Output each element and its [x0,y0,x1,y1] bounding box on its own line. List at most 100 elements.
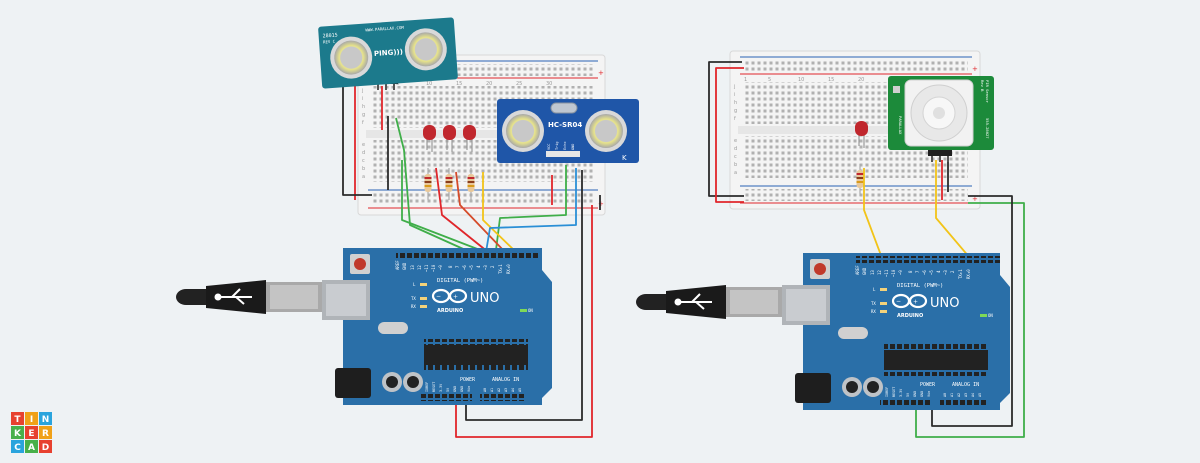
tx-led [420,297,427,300]
usb-icon [674,293,712,310]
resistor-2[interactable] [445,168,453,200]
row-letter: f [734,116,736,122]
digital-pin-label: 7 [455,265,460,268]
arduino-logo-icon [891,293,928,309]
hcsr04-pin-label: GND [571,144,575,150]
digital-pin-label: TX▸1 [498,264,503,274]
usb-cable-right[interactable] [636,285,782,319]
row-letter: g [734,108,737,114]
logo-tile: R [39,426,52,439]
resistor-3[interactable] [467,168,475,200]
tinkercad-logo[interactable]: T I N K E R C A D [11,412,52,453]
power-pin-label: Vin [467,386,471,392]
hcsr04-pin-label: Echo [563,142,567,150]
power-pin-label: 3.3V [439,384,443,392]
resistor-1[interactable] [424,168,432,200]
wire-red [455,171,506,253]
power-pin-label: 5V [906,393,910,397]
column-number: 20 [486,81,492,87]
digital-pin-label: ~6 [462,265,467,270]
pir-rev-label: Rev B [980,80,985,92]
tx-led-label: TX [411,296,416,301]
led-2[interactable] [443,125,456,152]
digital-pin-label: 13 [870,270,875,275]
wire-black [342,86,372,196]
led-3[interactable] [463,125,476,152]
column-number: 10 [798,77,804,83]
digital-pin-label: ~11 [424,264,429,272]
digital-pin-label: 8 [908,270,913,273]
digital-pin-label: 8 [448,265,453,268]
arduino-brand-label: ARDUINO [897,313,923,319]
analog-pin-label: A1 [950,393,954,397]
logo-letter: N [42,415,50,425]
l-led-label: L [413,282,416,287]
arduino-uno-left[interactable]: DIGITAL (PWM~) AREF GND 13 12 ~11 ~10 ~9… [322,248,552,405]
rx-led-label: RX [871,309,876,314]
digital-pin-label: ~11 [884,269,889,277]
on-led-label: ON [528,308,533,313]
ping-brand-label: WWW.PARALLAX.COM [365,25,404,33]
digital-pin-label: ~9 [438,265,443,270]
arduino-logo-icon [431,288,468,304]
digital-header-label: DIGITAL (PWM~) [897,283,943,289]
pir-title-label: PIR Sensor [985,80,990,104]
hcsr04-pin-label: Trig [555,142,559,150]
analog-pin-label: A5 [518,388,522,392]
tx-led [880,302,887,305]
power-header-label: POWER [460,377,476,383]
row-letter: a [734,170,737,176]
digital-pin-label: ~5 [469,265,474,270]
wire-green [401,160,481,251]
power-pin-label: 5V [446,388,450,392]
row-letter: f [362,120,364,126]
power-pin-label: RESET [892,387,896,397]
arduino-uno-right[interactable]: DIGITAL (PWM~) AREF GND 13 12 ~11 ~10 ~9… [782,253,1010,410]
digital-pin-label: 4 [936,270,941,273]
row-letter: b [734,162,737,168]
analog-pin-label: A3 [964,393,968,397]
logo-letter: E [28,429,34,439]
arduino-model-label: UNO [930,296,959,311]
analog-pin-label: A0 [943,393,947,397]
wires-left[interactable] [342,86,601,438]
on-led-label: ON [988,313,993,318]
usb-cable-left[interactable] [176,280,322,314]
on-led [980,314,987,317]
digital-pin-label: RX◂0 [506,264,511,274]
row-letter: a [362,174,365,180]
arduino-brand-label: ARDUINO [437,308,463,314]
rail-plus-icon: + [598,69,604,77]
led-4[interactable] [855,121,868,148]
pir-part-label: 555-28027 [985,118,990,139]
rx-led [880,310,887,313]
logo-letter: D [42,443,49,453]
pir-jumper [893,86,900,93]
breadboard-row-letters: j i h g f e d c b a [733,84,737,176]
pir-sensor[interactable]: PIR Sensor Rev B 555-28027 PARALLAX [888,76,994,162]
logo-letter: I [30,415,33,425]
logo-letter: R [42,429,49,439]
analog-pin-label: A3 [504,388,508,392]
logo-tile: N [39,412,52,425]
ping-sensor[interactable]: 28015 REV C WWW.PARALLAX.COM PING))) [318,17,458,90]
hcsr04-sensor[interactable]: HC-SR04 VCC Trig Echo GND K [497,99,639,163]
gnd-label: GND [862,267,867,275]
wire-blue [485,168,577,253]
power-pin-label: RESET [432,382,436,392]
wires-right[interactable] [708,61,1025,438]
column-number: 15 [456,81,462,87]
resistor-4[interactable] [856,164,864,196]
row-letter: d [362,150,365,156]
power-pin-label: GND [460,386,464,392]
column-number: 1 [744,77,747,83]
logo-tile: C [11,440,24,453]
analog-pin-label: A5 [978,393,982,397]
column-number: 10 [426,81,432,87]
row-letter: h [362,104,365,110]
led-1[interactable] [423,125,436,152]
digital-pin-label: 12 [417,265,422,270]
wire-red [455,205,593,438]
breadboard-row-letters: j i h g f e d c b a [361,88,365,180]
